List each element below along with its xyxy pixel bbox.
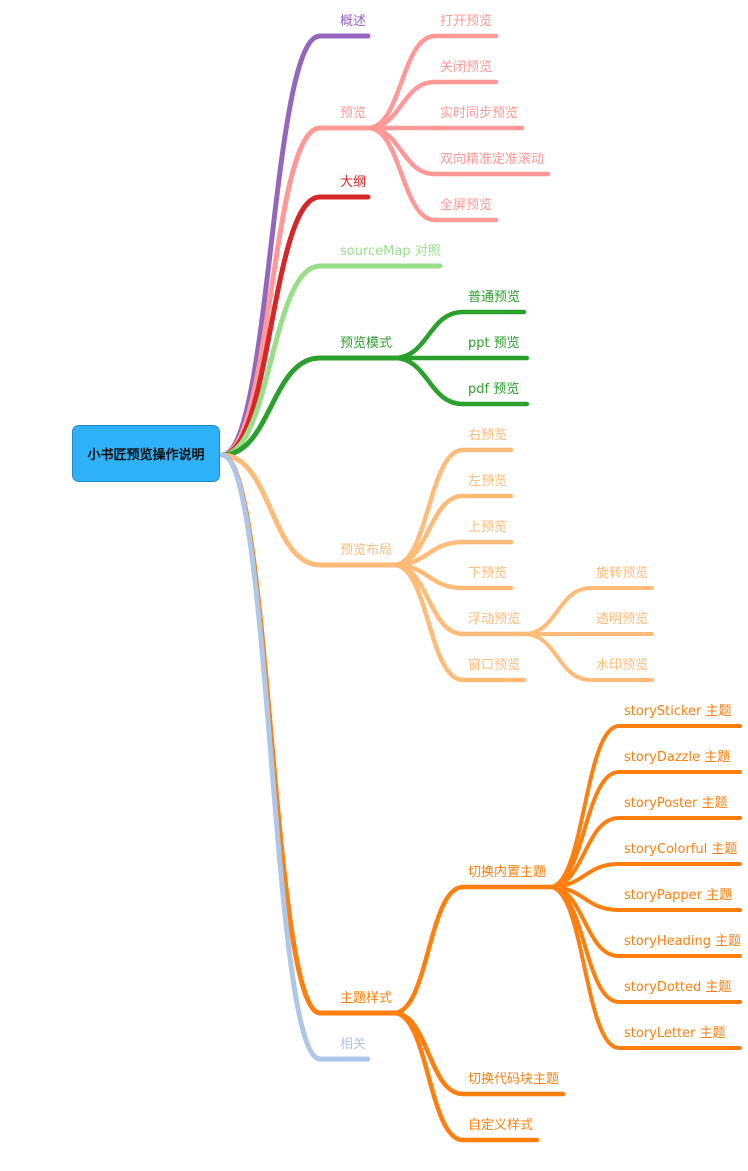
sub-label[interactable]: pdf 预览: [468, 381, 519, 397]
leaf-label[interactable]: storyPoster 主题: [624, 796, 728, 811]
branch-edge: [219, 452, 323, 568]
sub-label[interactable]: 实时同步预览: [440, 105, 518, 121]
leaf-label[interactable]: 水印预览: [596, 657, 648, 673]
branch-edge: [219, 452, 323, 1062]
sub-edge: [365, 125, 438, 223]
leaf-label[interactable]: storyPapper 主题: [624, 888, 732, 903]
sub-label[interactable]: 打开预览: [440, 13, 492, 29]
sub-label[interactable]: 普通预览: [468, 289, 520, 305]
leaf-label[interactable]: storyDazzle 主题: [624, 750, 730, 765]
sub-label[interactable]: 下预览: [468, 565, 507, 581]
sub-label[interactable]: 切换代码块主题: [468, 1072, 559, 1087]
root-node[interactable]: 小书匠预览操作说明: [72, 425, 220, 482]
leaf-edge: [548, 885, 621, 1004]
sub-edge: [391, 447, 466, 568]
leaf-edge: [522, 632, 593, 682]
sub-label[interactable]: 窗口预览: [468, 657, 520, 673]
leaf-label[interactable]: storyHeading 主题: [624, 934, 741, 949]
branch-label[interactable]: 主题样式: [340, 991, 392, 1006]
sub-edge: [365, 125, 438, 177]
sub-label[interactable]: 全屏预览: [440, 197, 492, 213]
leaf-label[interactable]: storyColorful 主题: [624, 842, 737, 857]
sub-label[interactable]: 双向精准定准滚动: [440, 151, 544, 167]
branch-edge: [219, 355, 323, 458]
root-label: 小书匠预览操作说明: [87, 448, 205, 463]
sub-label[interactable]: 关闭预览: [440, 59, 492, 75]
branch-label[interactable]: 预览模式: [340, 335, 392, 351]
branch-label[interactable]: 大纲: [340, 175, 366, 190]
branch-edge: [219, 263, 323, 458]
branch-label[interactable]: 预览: [340, 105, 366, 121]
leaf-label[interactable]: 透明预览: [596, 611, 648, 627]
leaf-label[interactable]: storySticker 主题: [624, 704, 732, 719]
leaf-label[interactable]: storyDotted 主题: [624, 980, 731, 995]
sub-edge: [391, 355, 466, 407]
sub-edge: [391, 562, 466, 683]
sub-label[interactable]: 左预览: [468, 473, 507, 489]
leaf-edge: [522, 586, 593, 636]
sub-edge: [391, 1010, 466, 1143]
sub-edge: [391, 309, 466, 361]
sub-label[interactable]: 上预览: [468, 519, 507, 535]
branch-edge: [219, 33, 323, 458]
leaf-label[interactable]: 旋转预览: [596, 565, 648, 581]
leaf-edge: [548, 885, 621, 1050]
sub-edge: [365, 79, 438, 131]
branch-label[interactable]: sourceMap 对照: [340, 244, 441, 259]
branch-label[interactable]: 概述: [340, 14, 366, 29]
sub-label[interactable]: 自定义样式: [468, 1118, 533, 1133]
sub-label[interactable]: ppt 预览: [468, 335, 520, 351]
mindmap-edges: [219, 33, 742, 1143]
leaf-edge: [548, 770, 621, 889]
branch-label[interactable]: 相关: [340, 1037, 366, 1052]
sub-label[interactable]: 切换内置主题: [468, 864, 546, 880]
sub-label[interactable]: 右预览: [468, 427, 507, 443]
sub-edge: [391, 884, 466, 1016]
leaf-label[interactable]: storyLetter 主题: [624, 1026, 726, 1041]
branch-label[interactable]: 预览布局: [340, 542, 392, 558]
sub-label[interactable]: 浮动预览: [468, 611, 520, 627]
